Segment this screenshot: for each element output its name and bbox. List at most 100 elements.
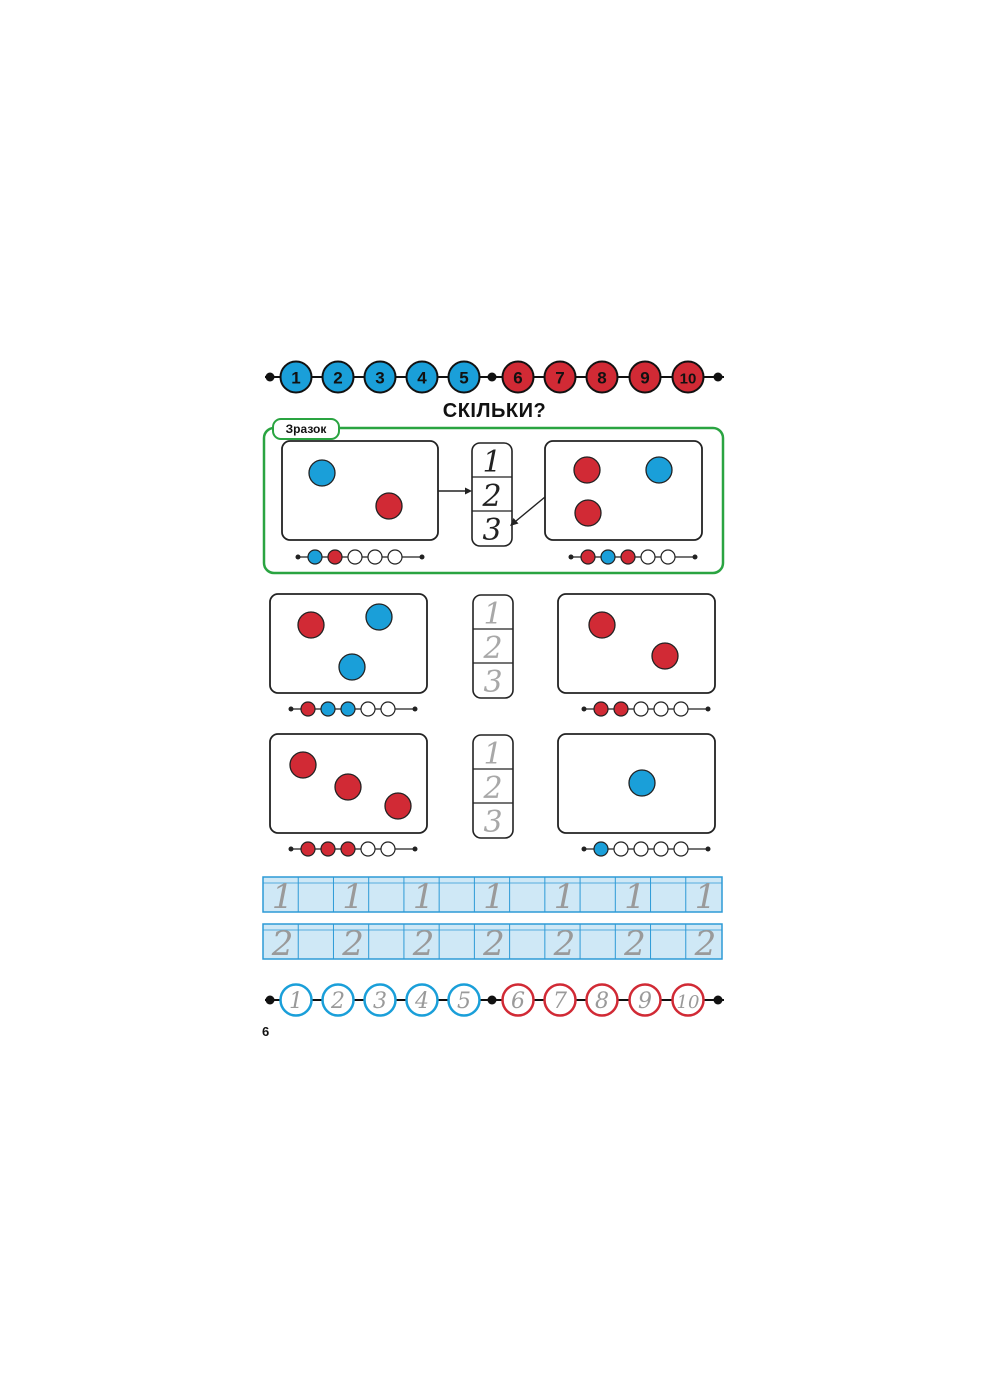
top-number-line-number-4: 4 [417, 369, 427, 388]
top-number-line-circle-5 [447, 360, 481, 394]
top-number-line-number-8: 8 [597, 369, 606, 388]
sample-right-bead-1 [600, 549, 616, 565]
sample-right-dot-0 [573, 456, 601, 484]
task-1-right-bead-4 [673, 701, 689, 717]
bottom-number-line-circle-2 [321, 983, 355, 1017]
sample-right-box [544, 440, 703, 541]
bottom-number-line-circle-3 [363, 983, 397, 1017]
task-2-choice-digit-1: 1 [483, 737, 502, 772]
sample-right-bead-4 [660, 549, 676, 565]
tracing-row-2-digit-3: 2 [482, 924, 505, 964]
tracing-row-2-digit-5: 2 [623, 924, 646, 964]
page-number: 6 [262, 1024, 270, 1039]
top-number-line-number-2: 2 [333, 369, 342, 388]
bottom-number-line-number-2: 2 [330, 989, 345, 1014]
task-1-right-bead-2 [633, 701, 649, 717]
bottom-number-line-tick-1 [487, 995, 497, 1005]
bottom-number-line-circle-7 [543, 983, 577, 1017]
sample-choice-digit-1: 1 [482, 445, 501, 480]
task-1-left-bead-end-left [288, 706, 294, 712]
top-number-line-circle-9 [628, 360, 662, 394]
sample-left-bead-1 [327, 549, 343, 565]
task-2-choice-digit-2: 2 [482, 771, 502, 806]
task-1-choice-digit-1: 1 [483, 597, 502, 632]
sample-right-bead-end-right [692, 554, 698, 560]
bottom-number-line-circle-10 [671, 983, 705, 1017]
task-2-left-dot-1 [334, 773, 362, 801]
sample-arrow-right-line [515, 496, 546, 522]
top-number-line-number-1: 1 [291, 369, 300, 388]
sample-left-bead-end-right [419, 554, 425, 560]
task-2-left-dot-2 [384, 792, 412, 820]
task-2-left-dot-0 [289, 751, 317, 779]
top-number-line-number-6: 6 [513, 369, 522, 388]
task-2-right-bead-4 [673, 841, 689, 857]
sample-left-bead-0 [307, 549, 323, 565]
top-number-line-circle-6 [501, 360, 535, 394]
task-2-left-bead-1 [320, 841, 336, 857]
sample-arrow-left-head [465, 487, 472, 495]
task-1-right-dot-0 [588, 611, 616, 639]
bottom-number-line-tick-0 [265, 995, 275, 1005]
sample-left-bead-2 [347, 549, 363, 565]
task-2-right-bead-3 [653, 841, 669, 857]
task-1-right-bead-1 [613, 701, 629, 717]
tracing-row-1-digit-3: 1 [483, 877, 505, 917]
top-number-line-number-9: 9 [640, 369, 649, 388]
task-1-right-dot-1 [651, 642, 679, 670]
tracing-row-1-digit-4: 1 [554, 877, 576, 917]
task-1-right-bead-end-right [705, 706, 711, 712]
sample-label: Зразок [272, 418, 340, 440]
task-2-left-bead-2 [340, 841, 356, 857]
task-2-right-bead-2 [633, 841, 649, 857]
task-1-choice-box [472, 594, 514, 699]
task-1-left-bead-2 [340, 701, 356, 717]
task-2-choice-digit-3: 3 [483, 805, 502, 840]
bottom-number-line-circle-9 [628, 983, 662, 1017]
sample-right-bead-3 [640, 549, 656, 565]
sample-left-dot-1 [375, 492, 403, 520]
task-1-left-bead-3 [360, 701, 376, 717]
sample-frame [262, 426, 725, 575]
top-number-line-circle-10 [671, 360, 705, 394]
top-number-line-number-10: 10 [680, 371, 697, 388]
top-number-line-circle-8 [585, 360, 619, 394]
top-number-line-tick-0 [265, 372, 275, 382]
bottom-number-line-circle-6 [501, 983, 535, 1017]
task-2-right-bead-end-left [581, 846, 587, 852]
bottom-number-line-circle-4 [405, 983, 439, 1017]
sample-choice-box [471, 442, 513, 547]
page-title: СКІЛЬКИ? [442, 400, 547, 422]
sample-right-dot-1 [645, 456, 673, 484]
task-2-left-bead-0 [300, 841, 316, 857]
task-1-left-dot-2 [338, 653, 366, 681]
task-2-right-bead-0 [593, 841, 609, 857]
task-2-right-dot-0 [628, 769, 656, 797]
task-1-right-bead-0 [593, 701, 609, 717]
top-number-line-circle-1 [279, 360, 313, 394]
top-number-line-number-5: 5 [459, 369, 468, 388]
sample-arrow-right-head [510, 518, 519, 526]
task-1-left-bead-0 [300, 701, 316, 717]
tracing-row-1-digit-6: 1 [695, 877, 717, 917]
sample-right-bead-end-left [568, 554, 574, 560]
sample-right-bead-0 [580, 549, 596, 565]
bottom-number-line-number-5: 5 [457, 989, 471, 1014]
task-1-right-bead-3 [653, 701, 669, 717]
task-2-left-bead-4 [380, 841, 396, 857]
task-1-left-dot-0 [297, 611, 325, 639]
top-number-line-number-7: 7 [555, 369, 564, 388]
bottom-number-line-number-4: 4 [414, 989, 429, 1014]
task-1-left-bead-1 [320, 701, 336, 717]
top-number-line-circle-4 [405, 360, 439, 394]
top-number-line-circle-7 [543, 360, 577, 394]
sample-left-box [281, 440, 439, 541]
bottom-number-line-number-3: 3 [373, 989, 387, 1014]
tracing-row-2-digit-0: 2 [271, 924, 294, 964]
tracing-row-1-digit-1: 1 [342, 877, 364, 917]
tracing-row-1-digit-0: 1 [272, 877, 294, 917]
tracing-row-2-digit-2: 2 [412, 924, 435, 964]
bottom-number-line-number-7: 7 [553, 989, 567, 1014]
bottom-number-line-number-1: 1 [289, 989, 303, 1014]
